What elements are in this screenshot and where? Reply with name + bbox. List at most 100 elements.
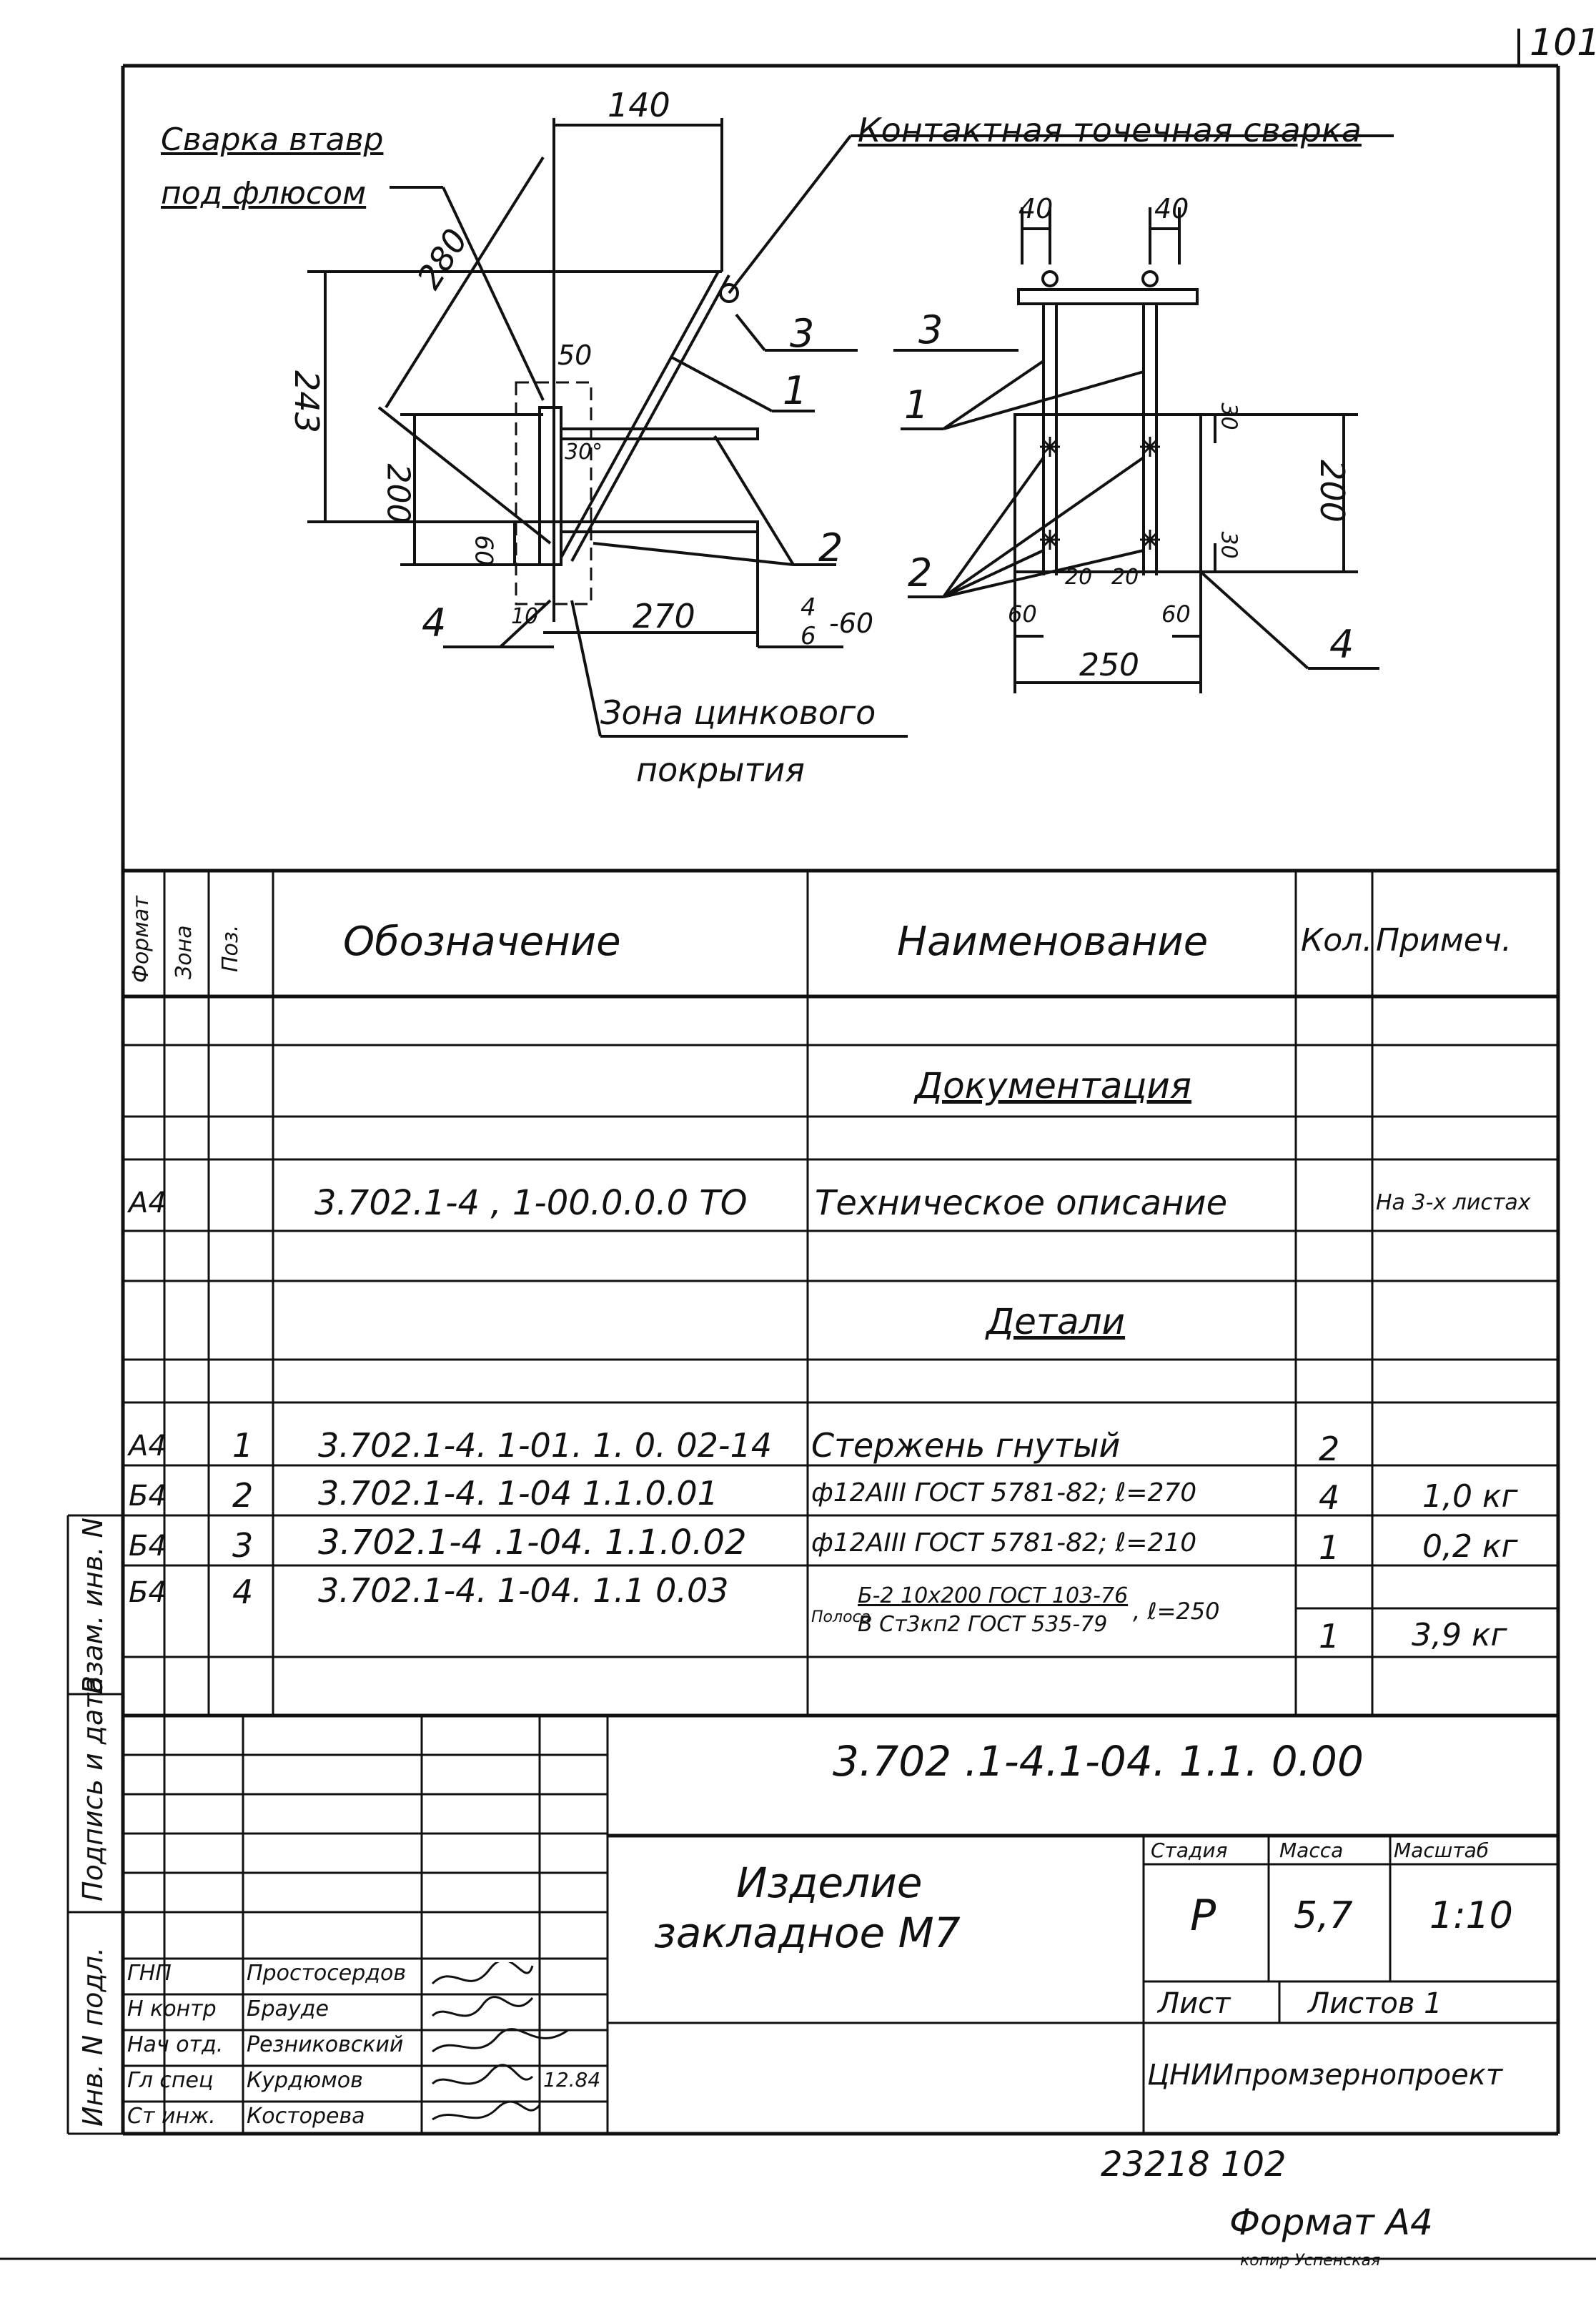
row-note: 1,0 кг [1422, 1478, 1518, 1515]
stage-value: Р [1190, 1891, 1216, 1941]
ref-frac-top: 4 [801, 593, 816, 622]
format-label: Формат А4 [1229, 2202, 1433, 2243]
position-4-left: 4 [422, 600, 447, 645]
row-qty: 2 [1319, 1430, 1340, 1468]
dim-20-right: 20 [1111, 565, 1139, 590]
sheet-label: Лист [1158, 1987, 1231, 2020]
name-senior-eng: Косторева [247, 2104, 365, 2129]
scale-label: Масштаб [1394, 1839, 1490, 1862]
row-qty: 4 [1319, 1478, 1340, 1517]
row-name-top: Б-2 10х200 ГОСТ 103-76 [858, 1583, 1129, 1608]
product-title-line2: закладное М7 [654, 1909, 961, 1957]
sheet-corner-number: 101 [1530, 21, 1596, 64]
dim-270: 270 [633, 597, 695, 635]
dim-30deg: 30° [565, 440, 603, 465]
doc-designation: 3.702.1-4 , 1-00.0.0.0 ТО [314, 1183, 748, 1223]
weld-flux-label: под флюсом [161, 175, 367, 212]
row-qty: 1 [1319, 1528, 1340, 1567]
row-format: А4 [129, 1430, 167, 1463]
weld-tee-label: Сварка втавр [161, 122, 384, 158]
sheets-label: Листов 1 [1308, 1987, 1442, 2020]
dim-20-left: 20 [1065, 565, 1093, 590]
row-designation: 3.702.1-4. 1-04. 1.1 0.03 [318, 1571, 729, 1610]
header-pos: Поз. [218, 924, 243, 972]
row-pos: 3 [232, 1526, 254, 1565]
section-parts: Детали [986, 1301, 1126, 1342]
role-norm-control: Н контр [127, 1996, 217, 2022]
position-2-right: 2 [908, 550, 933, 595]
document-number: 3.702 .1-4.1-04. 1.1. 0.00 [833, 1737, 1364, 1786]
signatures-image [431, 1962, 569, 2121]
scale-value: 1:10 [1429, 1894, 1513, 1937]
role-dept-head: Нач отд. [127, 2032, 224, 2057]
section-documentation: Документация [915, 1065, 1191, 1107]
dim-60-right: 60 [1161, 600, 1191, 628]
organization-name: ЦНИИпромзернопроект [1147, 2059, 1503, 2092]
row-designation: 3.702.1-4. 1-01. 1. 0. 02-14 [318, 1426, 773, 1465]
position-1-left: 1 [783, 368, 808, 413]
header-note: Примеч. [1376, 922, 1512, 959]
role-senior-eng: Ст инж. [127, 2104, 216, 2129]
position-3-right: 3 [918, 307, 943, 352]
dim-10: 10 [511, 604, 539, 629]
header-name: Наименование [897, 919, 1209, 965]
copied-by: копир Успенская [1240, 2252, 1381, 2270]
zinc-zone-label: Зона цинкового [600, 693, 876, 732]
position-3-left: 3 [790, 311, 815, 356]
header-zone: Зона [172, 925, 197, 979]
row-name: ф12АIII ГОСТ 5781-82; ℓ=210 [811, 1528, 1197, 1558]
row-designation: 3.702.1-4 .1-04. 1.1.0.02 [318, 1523, 747, 1563]
spot-weld-label: Контактная точечная сварка [858, 111, 1362, 149]
stamp-inv-orig: Инв. N подл. [77, 1946, 109, 2127]
dim-30-bottom: 30 [1216, 531, 1241, 559]
row-pos: 1 [232, 1426, 254, 1465]
zinc-zone-label-2: покрытия [636, 751, 805, 789]
dim-30-top: 30 [1216, 402, 1241, 430]
position-4-right: 4 [1329, 622, 1354, 667]
row-pos: 2 [232, 1476, 254, 1515]
name-dept-head: Резниковский [247, 2032, 404, 2057]
product-title-line1: Изделие [736, 1859, 923, 1907]
dim-40-left: 40 [1018, 193, 1054, 224]
row-format: Б4 [129, 1530, 167, 1563]
ref-frac-bottom: 6 [801, 622, 816, 650]
mass-value: 5,7 [1294, 1894, 1353, 1937]
row-name-bottom: В Ст3кп2 ГОСТ 535-79 [858, 1612, 1108, 1637]
archive-number: 23218 102 [1101, 2144, 1287, 2184]
row-note: 3,9 кг [1412, 1617, 1507, 1653]
role-chief-spec: Гл спец [127, 2068, 214, 2093]
dim-200-right: 200 [1312, 460, 1352, 523]
row-format: Б4 [129, 1480, 167, 1513]
row-designation: 3.702.1-4. 1-04 1.1.0.01 [318, 1474, 718, 1513]
stamp-sign-date: Подпись и дата [77, 1676, 109, 1901]
dim-243: 243 [287, 370, 326, 433]
dim-40-right: 40 [1154, 193, 1189, 224]
role-gnp: ГНП [127, 1961, 172, 1986]
ref-suffix: -60 [829, 608, 874, 639]
row-note: 0,2 кг [1422, 1528, 1518, 1565]
stamp-replace-inv: Взам. инв. N [77, 1518, 109, 1694]
dim-250: 250 [1079, 647, 1139, 683]
position-2-left: 2 [818, 525, 843, 570]
header-designation: Обозначение [343, 919, 621, 965]
row-format: Б4 [129, 1576, 167, 1609]
name-gnp: Простосердов [247, 1961, 407, 1986]
name-norm-control: Брауде [247, 1996, 329, 2022]
name-chief-spec: Курдюмов [247, 2068, 363, 2093]
stage-label: Стадия [1151, 1839, 1228, 1862]
sign-date: 12.84 [543, 2068, 601, 2092]
header-qty: Кол. [1301, 922, 1373, 959]
doc-note: На 3-х листах [1376, 1190, 1531, 1215]
row-name: ф12АIII ГОСТ 5781-82; ℓ=270 [811, 1478, 1197, 1508]
dim-140: 140 [608, 86, 670, 124]
mass-label: Масса [1279, 1839, 1344, 1862]
dim-60: 60 [469, 535, 498, 566]
row-pos: 4 [232, 1573, 254, 1611]
dim-200: 200 [380, 463, 417, 524]
row-name: Стержень гнутый [811, 1426, 1121, 1465]
dim-60-left: 60 [1008, 600, 1037, 628]
doc-format: А4 [129, 1187, 167, 1219]
row-name-prefix: Полоса [811, 1608, 871, 1626]
header-format: Формат [129, 896, 154, 983]
